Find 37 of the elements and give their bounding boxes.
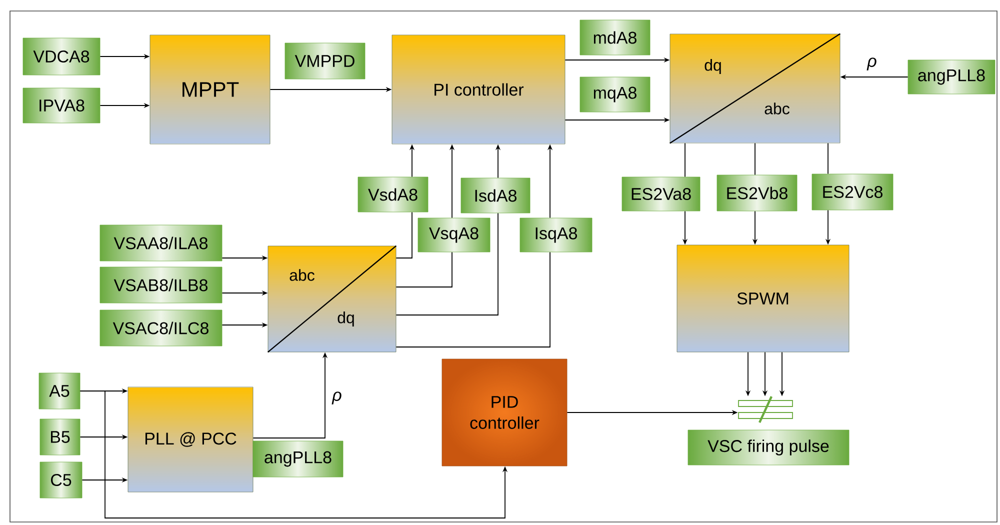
signal-box: VSAC8/ILC8 <box>100 310 222 346</box>
connector-line <box>396 212 412 258</box>
signal-box: B5 <box>40 418 80 456</box>
process-box: PLL @ PCC <box>128 386 254 492</box>
signal-box: mqA8 <box>580 76 650 112</box>
signal-box: ES2Va8 <box>622 176 700 212</box>
process-box: PI controller <box>392 34 566 144</box>
signal-box: ES2Vc8 <box>812 174 894 210</box>
signal-box: VSC firing pulse <box>688 430 850 466</box>
signal-box: IsdA8 <box>460 178 530 214</box>
pulse-symbol <box>738 396 793 423</box>
connector-line <box>396 212 498 316</box>
signal-box: VsdA8 <box>358 176 428 212</box>
signal-box: VSAA8/ILA8 <box>100 224 222 262</box>
transform-block: dq abc <box>669 33 841 144</box>
signal-box: A5 <box>38 372 80 410</box>
controller-box: PID controller <box>442 358 568 466</box>
process-box: MPPT <box>150 34 270 144</box>
signal-box: C5 <box>40 462 82 498</box>
signal-box: mdA8 <box>580 20 650 56</box>
edge-label: ρ <box>331 390 343 406</box>
signal-box: VSAB8/ILB8 <box>100 266 222 304</box>
signal-box: angPLL8 <box>252 440 344 478</box>
connector-line <box>396 252 452 288</box>
signal-box: IsqA8 <box>520 218 592 252</box>
connector-line <box>396 252 550 348</box>
transform-block: abc dq <box>267 245 397 353</box>
process-box: SPWM <box>676 244 850 352</box>
signal-box: angPLL8 <box>908 60 996 94</box>
signal-box: VMPPD <box>284 42 366 80</box>
connector-line <box>754 142 756 176</box>
signal-box: IPVA8 <box>22 88 100 124</box>
signal-box: VDCA8 <box>22 38 100 76</box>
edge-label: ρ <box>866 56 878 72</box>
signal-box: ES2Vb8 <box>716 174 798 212</box>
connector-line <box>684 142 686 178</box>
signal-box: VsqA8 <box>418 218 490 252</box>
